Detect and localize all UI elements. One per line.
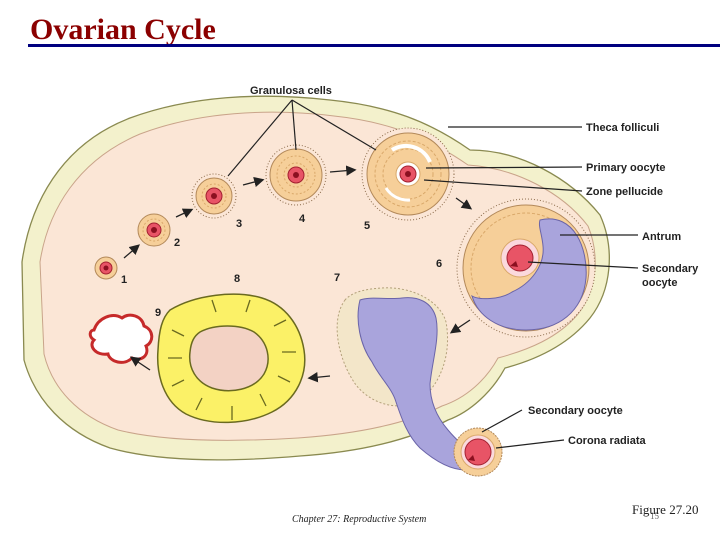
arrow-4-5 bbox=[329, 165, 357, 176]
follicle-stage-4 bbox=[265, 144, 327, 206]
arrow-7-8 bbox=[307, 372, 331, 383]
leader-lines bbox=[227, 99, 639, 449]
footer-chapter: Chapter 27: Reproductive System bbox=[292, 514, 427, 525]
stage-number-7: 7 bbox=[334, 272, 340, 284]
stage-number-2: 2 bbox=[174, 237, 180, 249]
follicle-stage-2 bbox=[137, 213, 171, 247]
title-rule bbox=[28, 44, 720, 47]
stage-number-8: 8 bbox=[234, 273, 240, 285]
arrow-3-4 bbox=[242, 176, 265, 188]
label-secondary-oocyte-line1: Secondary bbox=[642, 263, 699, 275]
label-zona-pellucida: Zone pellucide bbox=[586, 186, 663, 198]
stage-number-6: 6 bbox=[436, 258, 442, 270]
footer-page-number: 15 bbox=[650, 511, 659, 521]
label-secondary-oocyte-line2: oocyte bbox=[642, 277, 677, 289]
antrum-region bbox=[471, 218, 587, 331]
stage-number-9: 9 bbox=[155, 307, 161, 319]
follicle-stage-5 bbox=[361, 127, 455, 221]
footer-figure: Figure 27.20 bbox=[632, 502, 699, 517]
arrow-1-2 bbox=[123, 244, 140, 259]
label-secondary-oocyte-bottom: Secondary oocyte bbox=[528, 405, 623, 417]
label-antrum: Antrum bbox=[642, 231, 681, 243]
label-granulosa-cells: Granulosa cells bbox=[250, 85, 332, 97]
label-primary-oocyte: Primary oocyte bbox=[586, 162, 665, 174]
corpus-luteum-stage-8 bbox=[156, 293, 306, 424]
label-corona-radiata: Corona radiata bbox=[568, 435, 647, 447]
stage-number-5: 5 bbox=[364, 220, 370, 232]
arrow-2-3 bbox=[175, 208, 194, 219]
follicle-stage-3 bbox=[191, 173, 237, 219]
arrow-6-7 bbox=[449, 319, 471, 334]
corpus-albicans-stage-9 bbox=[88, 313, 154, 364]
arrow-8-9 bbox=[129, 356, 151, 371]
arrow-5-6 bbox=[455, 197, 473, 210]
slide-title: Ovarian Cycle bbox=[30, 13, 216, 46]
label-theca-folliculi: Theca folliculi bbox=[586, 122, 659, 134]
stage-number-1: 1 bbox=[121, 274, 127, 286]
stage-arrows bbox=[123, 165, 473, 383]
released-secondary-oocyte bbox=[453, 427, 503, 477]
follicle-stage-1 bbox=[94, 256, 118, 280]
follicle-stage-6 bbox=[456, 198, 596, 338]
stage-number-3: 3 bbox=[236, 218, 242, 230]
stage-number-4: 4 bbox=[299, 213, 306, 225]
